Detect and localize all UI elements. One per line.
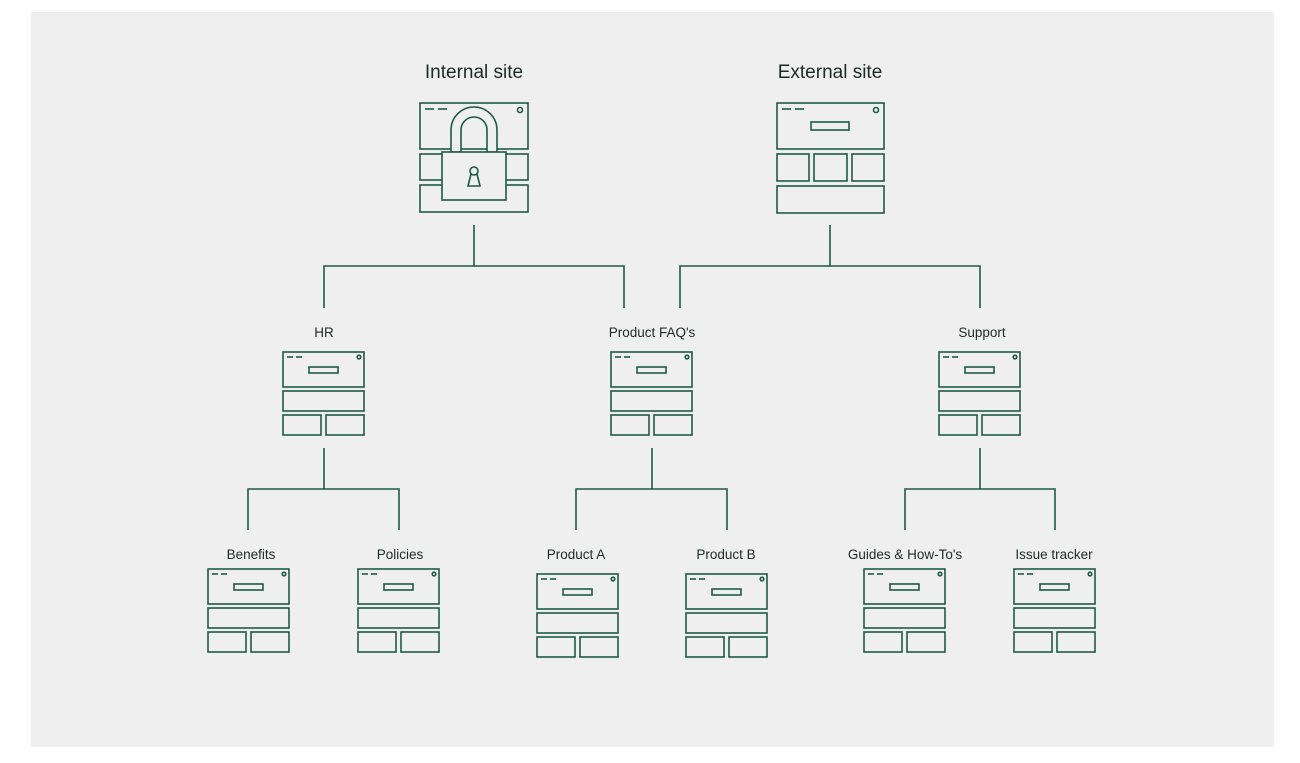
website-icon-support [938,351,1021,436]
page-label-product-b: Product B [696,547,755,562]
website-icon-external [776,102,885,214]
page-label-benefits: Benefits [227,547,276,562]
connector-hr [247,448,325,530]
section-label-support: Support [958,325,1006,340]
connector-hr-policies [324,488,400,530]
connector-faq-b [652,488,728,530]
section-label-hr: HR [314,325,334,340]
page-label-issue-tracker: Issue tracker [1015,547,1093,562]
connector-support-tracker [980,488,1056,530]
website-icon-benefits [207,568,290,653]
website-icon-hr [282,351,365,436]
connector-support [904,448,981,530]
connector-internal-faq [474,265,625,308]
page-label-guides: Guides & How-To's [848,547,963,562]
section-label-product-faqs: Product FAQ's [609,325,696,340]
locked-website-icon [419,102,529,213]
top-site-label-internal: Internal site [425,62,523,83]
page-label-product-a: Product A [547,547,606,562]
website-icon-product-faqs [610,351,693,436]
connector-faq [575,448,653,530]
connectors [247,225,1056,530]
page-icons-group [207,351,1096,658]
connector-internal [323,225,475,308]
website-icon-product-a [536,573,619,658]
diagram-panel [31,12,1274,747]
connector-external [679,225,831,308]
top-site-label-external: External site [778,62,883,83]
connector-external-support [830,265,981,308]
website-icon-issue-tracker [1013,568,1096,653]
website-icon-guides [863,568,946,653]
website-icon-product-b [685,573,768,658]
website-icon-policies [357,568,440,653]
page-label-policies: Policies [377,547,424,562]
